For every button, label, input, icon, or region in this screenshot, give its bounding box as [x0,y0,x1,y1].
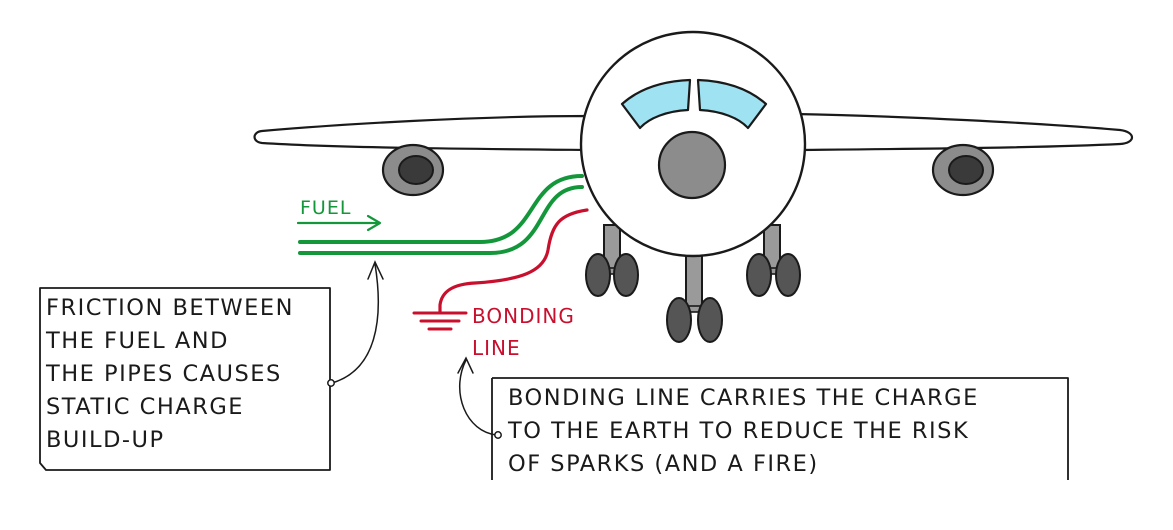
right-windshield [696,78,768,130]
right-landing-gear [746,224,801,297]
left-windshield [620,78,692,130]
friction-note-box [39,287,331,471]
bonding-note-line: TO THE EARTH TO REDUCE THE RISK [508,418,970,444]
earth-symbol-icon [412,311,468,331]
fuel-pipe-lower [298,185,584,255]
friction-note-line: THE FUEL AND [46,328,229,354]
left-engine [381,143,445,197]
nose-cone [657,130,727,200]
bonding-line-label-line2: LINE [472,336,521,360]
bonding-note-line: BONDING LINE CARRIES THE CHARGE [508,385,979,411]
fuel-direction-arrow [296,214,382,232]
left-wing [253,114,592,152]
fuel-label: FUEL [300,197,352,219]
friction-note-line: THE PIPES CAUSES [46,361,282,387]
friction-note-text: FRICTION BETWEEN THE FUEL AND THE PIPES … [46,292,294,457]
bonding-line-wire [438,208,589,314]
fuel-pipes [298,174,584,255]
nose-landing-gear [666,249,723,343]
friction-note-line: STATIC CHARGE [46,394,244,420]
friction-note-line: BUILD-UP [46,427,165,453]
right-wing [793,112,1134,152]
bonding-callout-pointer [457,356,502,439]
bonding-note-text: BONDING LINE CARRIES THE CHARGE TO THE E… [508,382,979,481]
fuel-pipe-upper [298,174,584,244]
friction-note-line: FRICTION BETWEEN [46,295,294,321]
left-landing-gear [585,224,639,297]
bonding-line-label-line1: BONDING [472,304,575,328]
friction-callout-pointer [327,260,384,387]
bonding-note-line: OF SPARKS (AND A FIRE) [508,451,819,477]
bonding-note-box [491,377,1069,480]
right-engine [931,143,995,197]
